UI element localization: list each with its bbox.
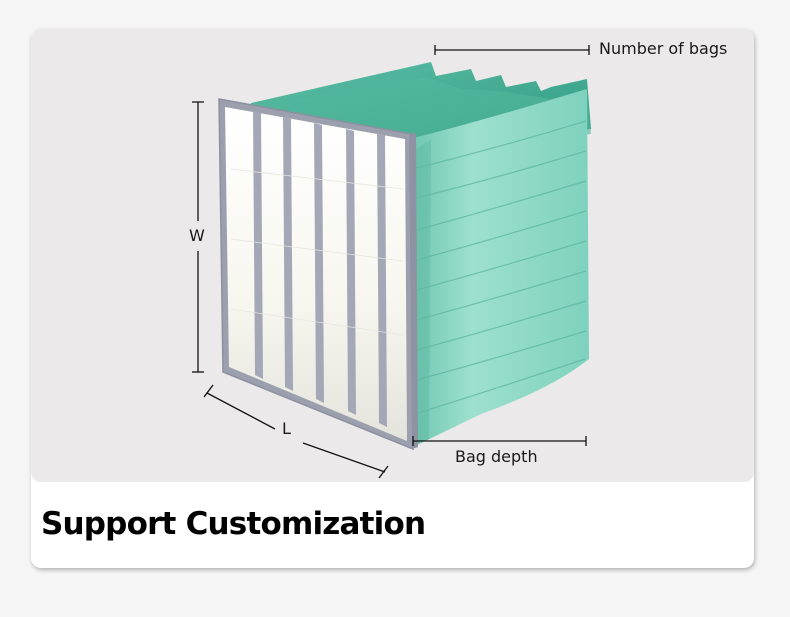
number-of-bags-label: Number of bags <box>599 39 728 58</box>
product-image: Number of bags W L Bag depth <box>31 29 754 482</box>
length-label: L <box>282 419 291 438</box>
bag-filter-illustration <box>192 45 591 479</box>
filter-frame <box>218 98 418 451</box>
card-caption: Support Customization <box>41 506 426 542</box>
bag-depth-label: Bag depth <box>455 447 538 466</box>
dimension-lines <box>192 45 590 479</box>
product-card: Number of bags W L Bag depth Support Cus… <box>31 29 754 568</box>
width-label: W <box>189 226 205 245</box>
bag-side <box>409 89 589 447</box>
